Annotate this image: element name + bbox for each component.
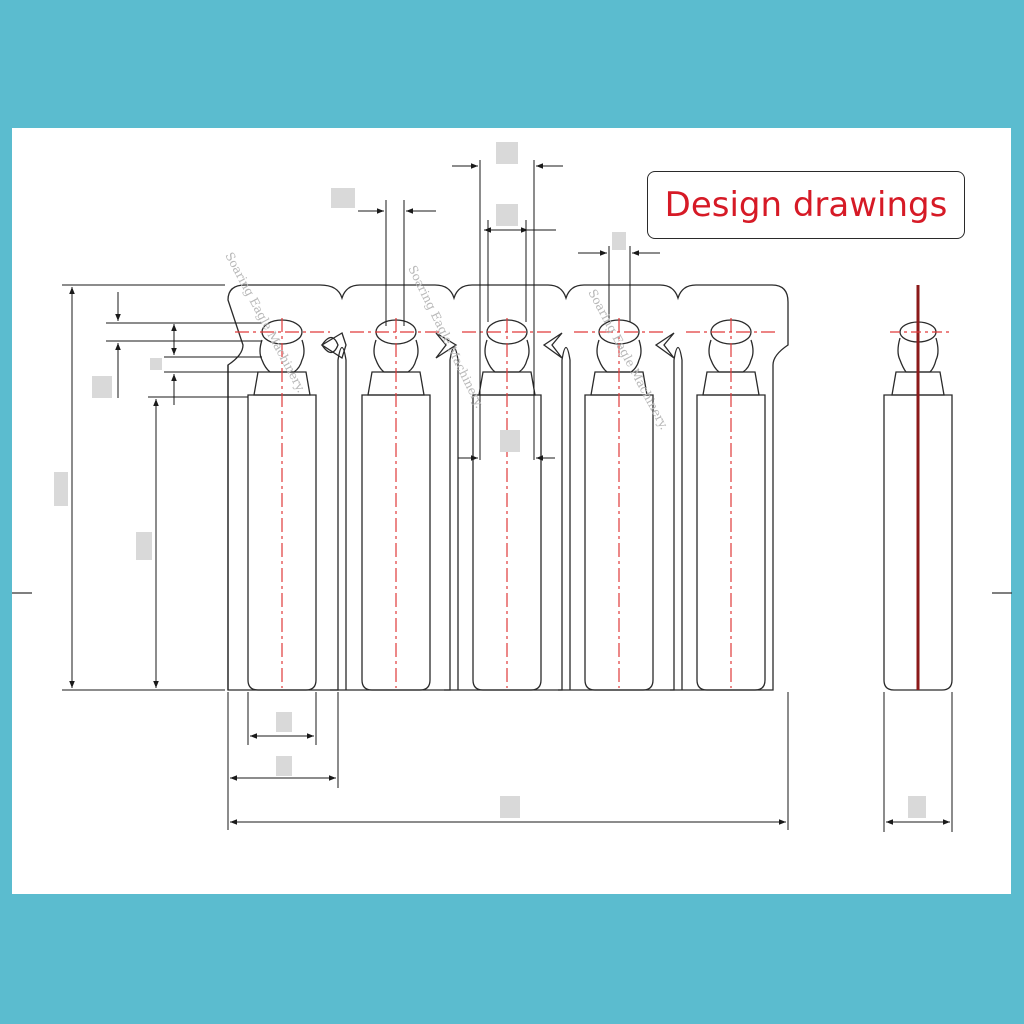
ampoule-strip: [227, 284, 789, 691]
title-text: Design drawings: [664, 185, 948, 225]
drawing-sheet: [12, 128, 1011, 894]
watermarks: Soaring Eagle Machinery. Soaring Eagle M…: [222, 250, 671, 432]
dimension-lines: [62, 160, 953, 832]
centerlines: [235, 318, 778, 688]
title-box: Design drawings: [647, 171, 965, 239]
ampoule-side-view: [883, 285, 953, 691]
dimension-labels: [54, 142, 926, 818]
